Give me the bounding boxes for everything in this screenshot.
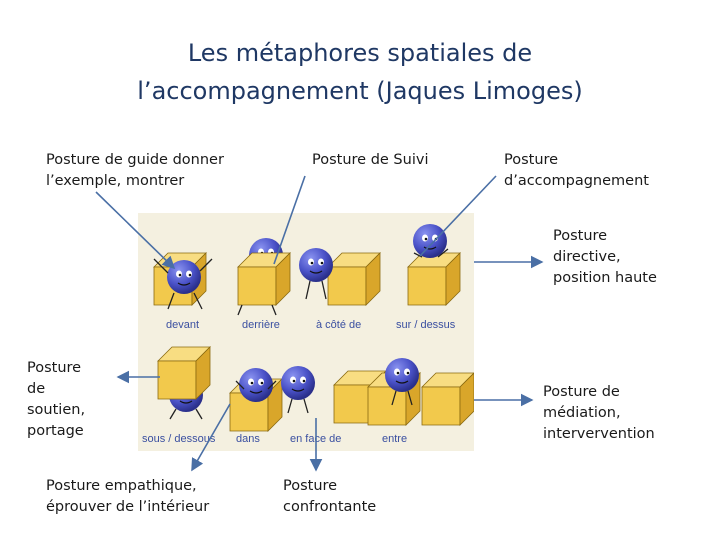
title-line-2: l’accompagnement (Jaques Limoges) bbox=[137, 77, 583, 105]
figure-derriere bbox=[237, 237, 291, 316]
arrow-accompagnement bbox=[419, 175, 497, 257]
figure-devant bbox=[153, 252, 213, 310]
caption-devant: devant bbox=[166, 319, 199, 331]
figure-entre bbox=[367, 357, 475, 426]
label-posture-empathique: Posture empathique, éprouver de l’intéri… bbox=[46, 478, 210, 515]
page-title: Les métaphores spatiales de l’accompagne… bbox=[0, 34, 720, 110]
arrow-suivi bbox=[273, 175, 306, 265]
arrow-empathique bbox=[191, 403, 231, 472]
label-posture-confrontante: Posture confrontante bbox=[283, 478, 377, 515]
caption-entre: entre bbox=[382, 433, 407, 445]
figure-en-face-de bbox=[280, 365, 387, 424]
illustration-drawing: devant derrière à côté de sur / dessus s… bbox=[142, 223, 475, 445]
label-posture-accompagnement: Posture d’accompagnement bbox=[504, 152, 649, 189]
caption-sous-dessous: sous / dessous bbox=[142, 433, 216, 445]
caption-a-cote-de: à côté de bbox=[316, 319, 361, 331]
label-posture-mediation: Posture de médiation, intervervention bbox=[543, 384, 655, 442]
label-posture-soutien: Posture de soutien, portage bbox=[27, 360, 86, 439]
title-line-1: Les métaphores spatiales de bbox=[187, 39, 533, 67]
figure-dans bbox=[229, 367, 283, 432]
spatial-metaphors-illustration: devant derrière à côté de sur / dessus s… bbox=[138, 213, 475, 451]
label-posture-guide: Posture de guide donner l’exemple, montr… bbox=[46, 152, 224, 189]
figure-a-cote-de bbox=[298, 247, 381, 306]
caption-derriere: derrière bbox=[242, 319, 280, 331]
figure-sous-dessous bbox=[157, 346, 211, 420]
caption-dans: dans bbox=[236, 433, 260, 445]
label-posture-suivi: Posture de Suivi bbox=[312, 152, 429, 168]
label-posture-directive: Posture directive, position haute bbox=[553, 228, 657, 286]
arrow-guide bbox=[95, 191, 176, 270]
caption-sur-dessus: sur / dessus bbox=[396, 319, 456, 331]
